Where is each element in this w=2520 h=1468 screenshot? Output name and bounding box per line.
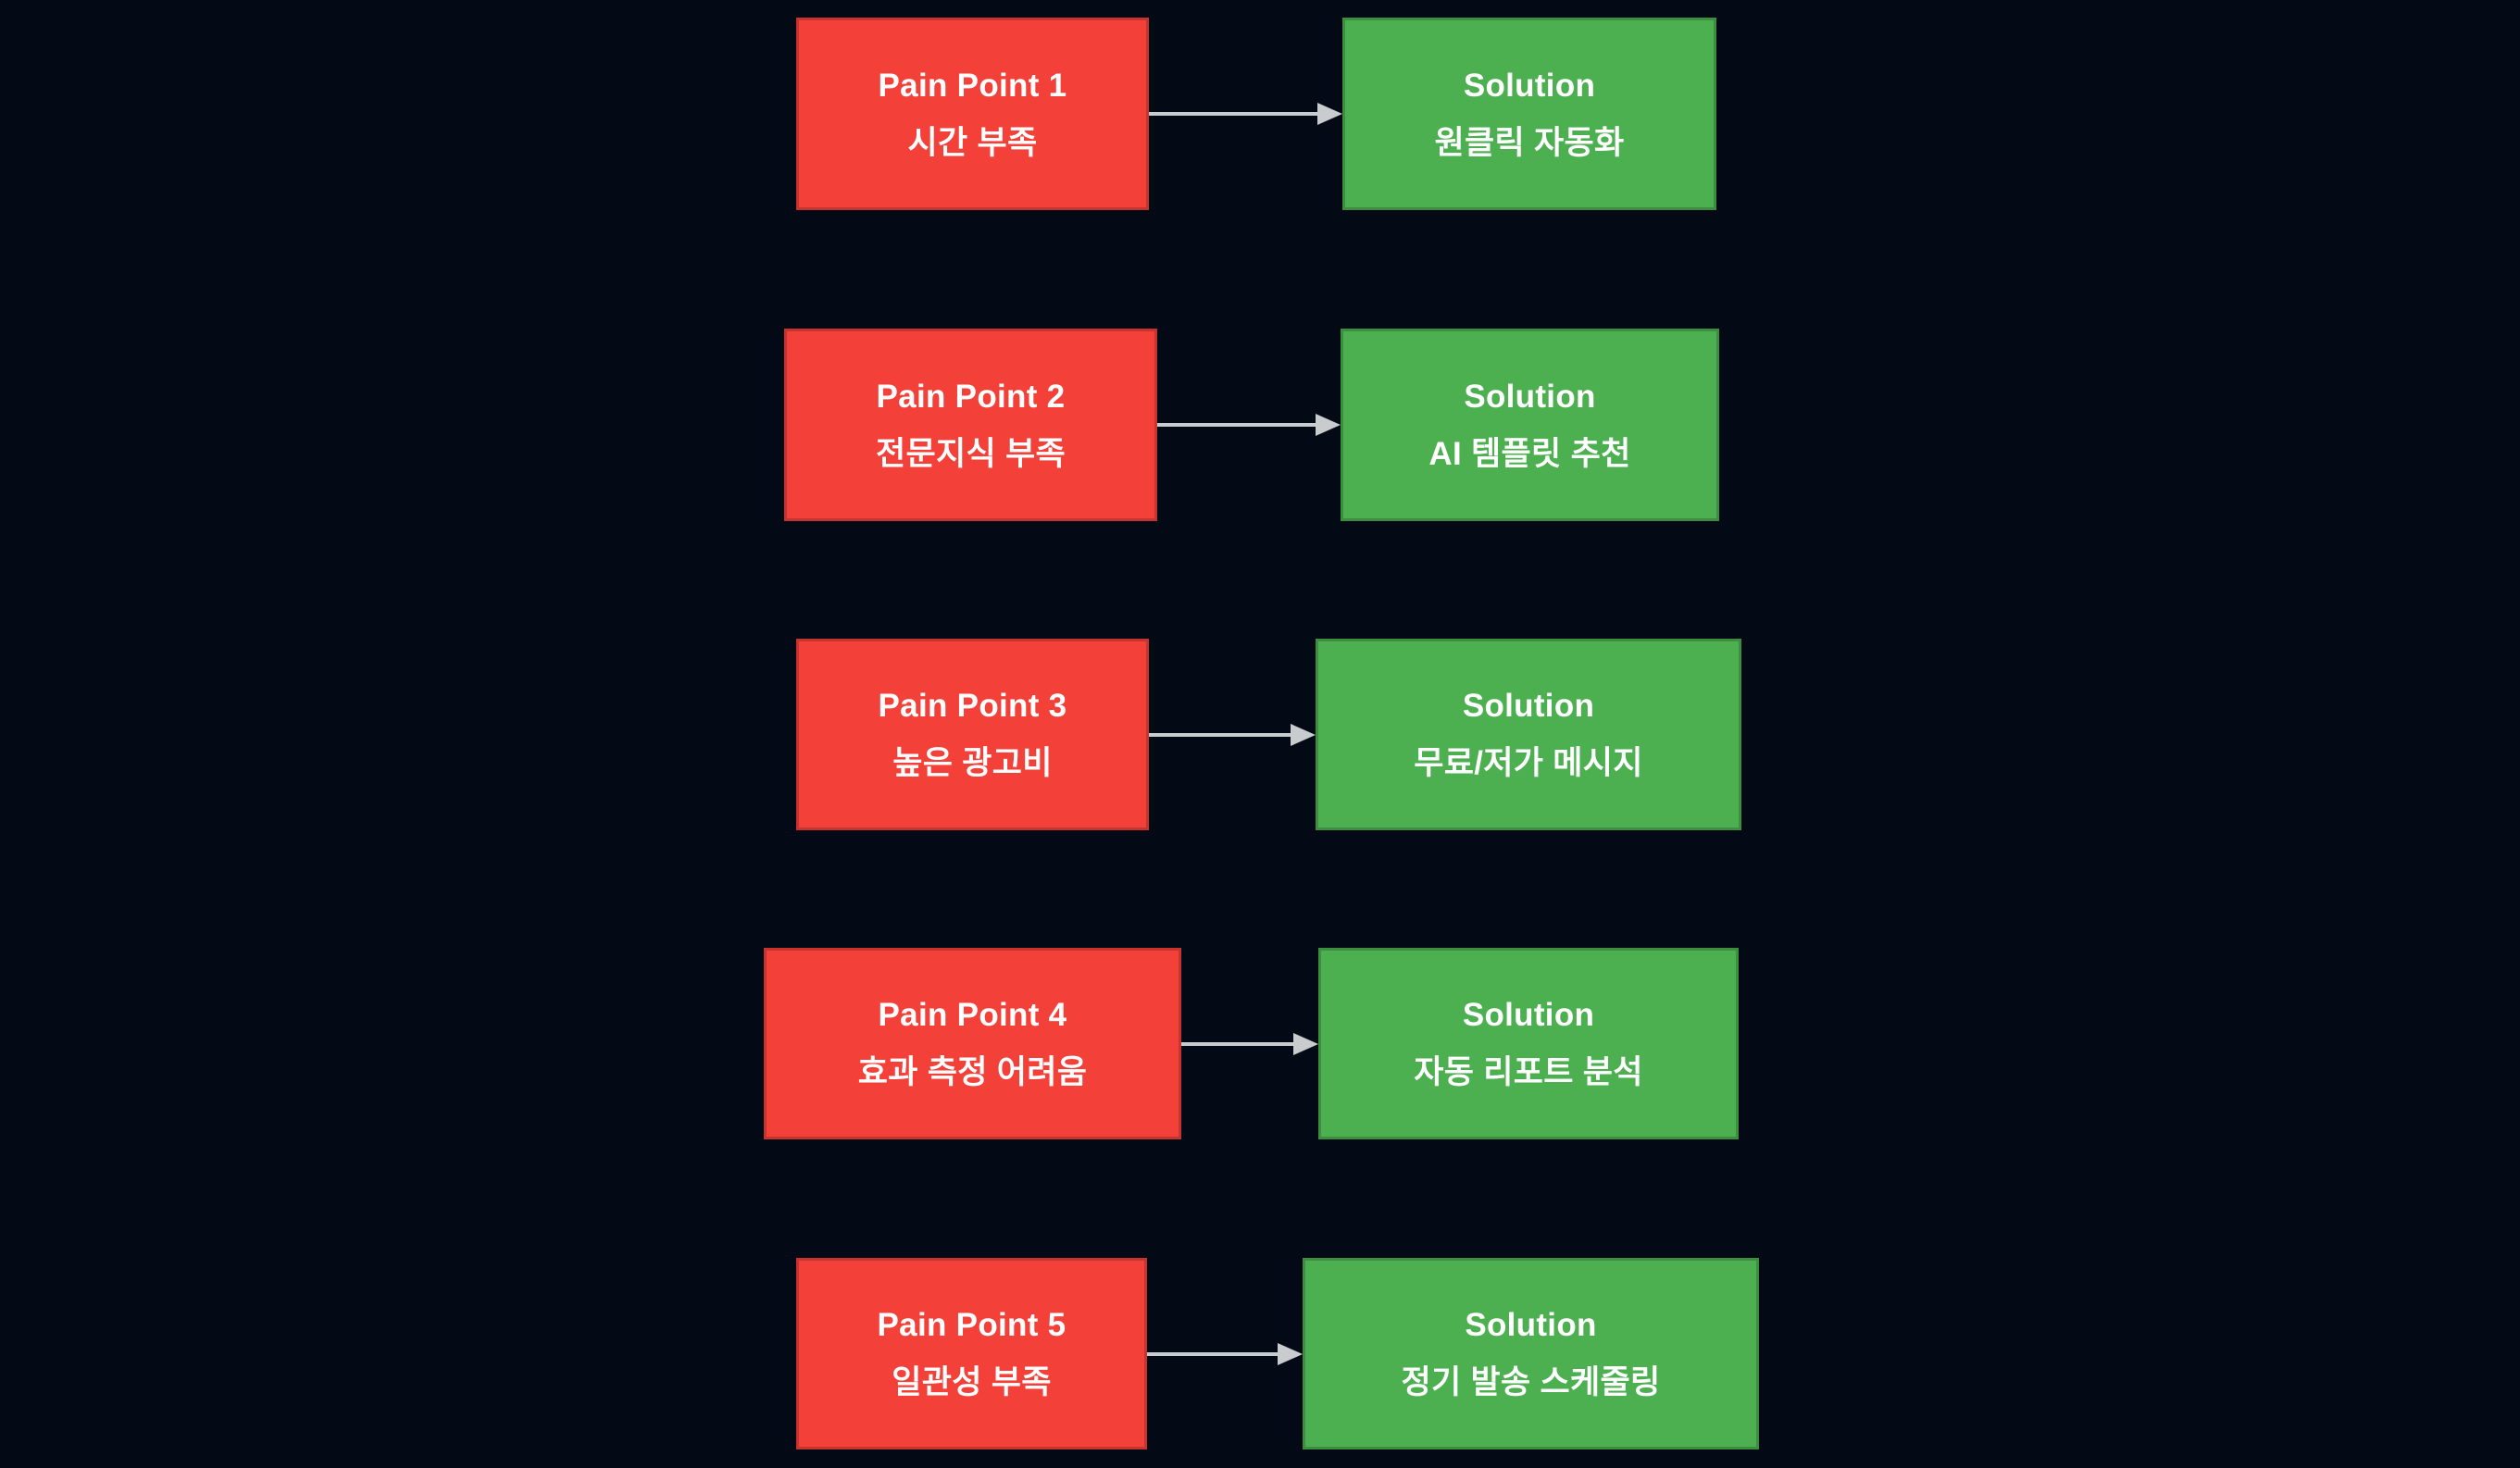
pain-point-4-node: Pain Point 4 효과 측정 어려움: [764, 948, 1181, 1139]
pain-point-2-title: Pain Point 2: [876, 378, 1066, 415]
solution-5-title: Solution: [1465, 1307, 1597, 1343]
solution-5-node: Solution 정기 발송 스케줄링: [1303, 1258, 1759, 1449]
pain-point-4-title: Pain Point 4: [878, 997, 1067, 1033]
solution-2-subtitle: AI 템플릿 추천: [1428, 435, 1631, 472]
pain-point-2-subtitle: 전문지식 부족: [875, 435, 1067, 472]
arrowhead-icon: [1278, 1343, 1303, 1365]
arrow-3: [1149, 721, 1316, 749]
solution-2-node: Solution AI 템플릿 추천: [1341, 329, 1719, 521]
arrow-4: [1181, 1030, 1318, 1058]
arrow-shaft: [1149, 733, 1293, 737]
arrow-shaft: [1157, 423, 1318, 427]
pain-point-5-title: Pain Point 5: [877, 1307, 1067, 1343]
solution-4-node: Solution 자동 리포트 분석: [1318, 948, 1739, 1139]
solution-1-subtitle: 원클릭 자동화: [1434, 124, 1625, 161]
arrowhead-icon: [1293, 1033, 1318, 1055]
arrowhead-icon: [1317, 103, 1342, 125]
solution-2-title: Solution: [1464, 378, 1596, 415]
pain-point-1-node: Pain Point 1 시간 부족: [796, 18, 1149, 210]
pain-point-3-node: Pain Point 3 높은 광고비: [796, 639, 1149, 830]
solution-5-subtitle: 정기 발송 스케줄링: [1401, 1364, 1661, 1400]
arrow-shaft: [1181, 1042, 1296, 1046]
pain-point-3-title: Pain Point 3: [878, 688, 1067, 724]
pain-point-5-subtitle: 일관성 부족: [892, 1364, 1052, 1400]
arrow-1: [1149, 100, 1342, 128]
solution-4-title: Solution: [1462, 997, 1595, 1033]
pain-point-1-title: Pain Point 1: [878, 67, 1067, 104]
pain-point-5-node: Pain Point 5 일관성 부족: [796, 1258, 1147, 1449]
arrow-2: [1157, 411, 1341, 439]
solution-3-title: Solution: [1462, 688, 1595, 724]
arrow-shaft: [1149, 112, 1320, 116]
arrow-shaft: [1147, 1352, 1280, 1356]
solution-4-subtitle: 자동 리포트 분석: [1414, 1054, 1643, 1090]
pain-point-3-subtitle: 높은 광고비: [892, 745, 1053, 781]
solution-3-subtitle: 무료/저가 메시지: [1414, 745, 1643, 781]
arrow-5: [1147, 1340, 1303, 1368]
arrowhead-icon: [1316, 414, 1341, 436]
pain-point-2-node: Pain Point 2 전문지식 부족: [784, 329, 1157, 521]
pain-point-4-subtitle: 효과 측정 어려움: [857, 1054, 1088, 1090]
pain-point-1-subtitle: 시간 부족: [907, 124, 1038, 161]
arrowhead-icon: [1291, 724, 1316, 746]
solution-3-node: Solution 무료/저가 메시지: [1316, 639, 1741, 830]
solution-1-title: Solution: [1463, 67, 1596, 104]
solution-1-node: Solution 원클릭 자동화: [1342, 18, 1716, 210]
